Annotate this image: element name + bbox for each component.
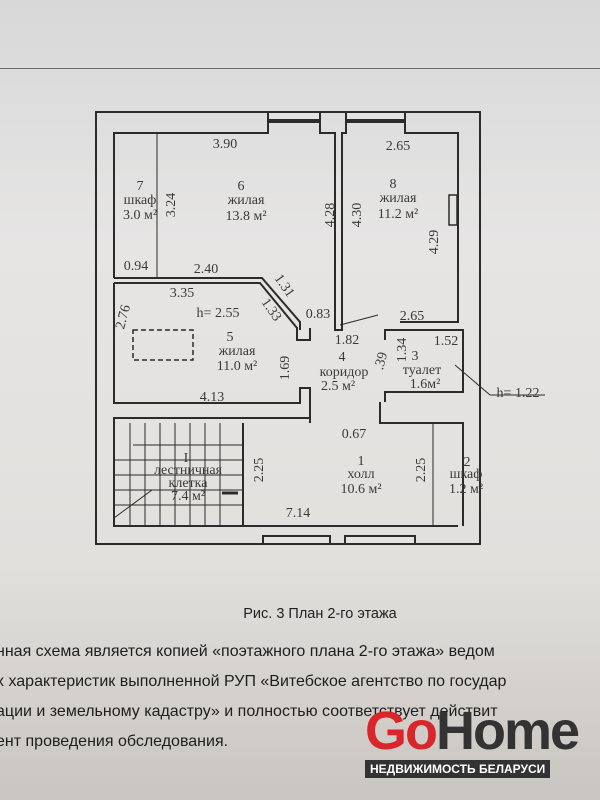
room-1-number: 1 bbox=[358, 454, 365, 469]
dimension: 1.34 bbox=[395, 338, 410, 363]
leader-line bbox=[454, 364, 491, 396]
wall bbox=[114, 282, 311, 341]
ceiling-height: h= 2.55 bbox=[197, 306, 240, 321]
paragraph-line: нная схема является копией «поэтажного п… bbox=[0, 643, 495, 660]
dimension: 4.30 bbox=[350, 203, 365, 228]
room-6-number: 6 bbox=[238, 179, 245, 194]
paragraph-line: ент проведения обследования. bbox=[0, 733, 229, 750]
dimension: 3.35 bbox=[170, 286, 195, 301]
window bbox=[262, 535, 331, 545]
room-5-name: жилая bbox=[218, 344, 256, 359]
floor-plan: 7 шкаф 3.0 м² 6 жилая 13.8 м² 8 жилая 11… bbox=[95, 111, 545, 545]
room-8-number: 8 bbox=[390, 177, 397, 192]
dimension: 2.76 bbox=[113, 303, 134, 331]
room-I-number: I bbox=[184, 451, 189, 466]
room-7-number: 7 bbox=[137, 179, 144, 194]
dimension: 3.24 bbox=[164, 193, 179, 218]
room-4-area: 2.5 м² bbox=[321, 379, 355, 394]
logo-home: Home bbox=[436, 701, 580, 761]
room-2-number: 2 bbox=[464, 455, 471, 470]
dimension: 0.67 bbox=[342, 427, 367, 442]
room-1-area: 10.6 м² bbox=[340, 482, 381, 497]
room-3-area: 1.6м² bbox=[410, 377, 441, 392]
dimension: 4.28 bbox=[323, 203, 338, 228]
room-8-area: 11.2 м² bbox=[378, 207, 419, 222]
dimension: 1.69 bbox=[278, 356, 293, 381]
stairs bbox=[113, 423, 243, 526]
wall bbox=[113, 417, 458, 527]
window bbox=[267, 111, 321, 121]
paragraph-line: х характеристик выполненной РУП «Витебск… bbox=[0, 673, 507, 690]
wall bbox=[113, 283, 311, 423]
room-I-area: 7.4 м² bbox=[171, 489, 205, 504]
watermark-subtitle: НЕДВИЖИМОСТЬ БЕЛАРУСИ bbox=[365, 760, 551, 778]
logo-go: Go bbox=[365, 701, 438, 761]
leader-line bbox=[339, 314, 379, 326]
dimension: 2.65 bbox=[400, 309, 425, 324]
dimension: 7.14 bbox=[286, 506, 311, 521]
room-2-name: шкаф bbox=[450, 467, 483, 482]
wall bbox=[114, 277, 301, 330]
room-5-area: 11.0 м² bbox=[217, 359, 258, 374]
toilet-ceiling-height: h= 1.22 bbox=[497, 386, 540, 401]
room-1-name: холл bbox=[347, 467, 374, 482]
room-4-name: коридор bbox=[320, 365, 369, 380]
dimensions: 3.90 2.65 3.24 4.28 4.30 4.29 0.94 2.40 … bbox=[113, 137, 539, 521]
dimension: 1.31 bbox=[271, 272, 297, 301]
walls bbox=[95, 111, 545, 545]
dimension: .39 bbox=[372, 351, 391, 372]
dimension: 0.83 bbox=[306, 307, 331, 322]
window bbox=[345, 111, 406, 121]
room-7-name: шкаф bbox=[124, 193, 157, 208]
room-6-area: 13.8 м² bbox=[225, 209, 266, 224]
dimension: 2.25 bbox=[252, 458, 267, 483]
dimension: 3.90 bbox=[213, 137, 238, 152]
room-3-number: 3 bbox=[412, 349, 419, 364]
dimension: 4.13 bbox=[200, 390, 225, 405]
room-7-area: 3.0 м² bbox=[123, 208, 157, 223]
window bbox=[344, 535, 416, 545]
room-8-name: жилая bbox=[379, 191, 417, 206]
page-edge bbox=[0, 68, 600, 69]
figure-caption: Рис. 3 План 2-го этажа bbox=[243, 606, 397, 622]
room-4-number: 4 bbox=[339, 350, 346, 365]
dimension: 0.94 bbox=[124, 259, 149, 274]
room-I-name: клетка bbox=[169, 476, 209, 491]
wall bbox=[384, 329, 464, 402]
gohome-watermark: GoHome НЕДВИЖИМОСТЬ БЕЛАРУСИ bbox=[365, 701, 580, 778]
room-I-name: лестничная bbox=[154, 463, 223, 478]
room-6-name: жилая bbox=[227, 193, 265, 208]
paragraph-line: ации и земельному кадастру» и полностью … bbox=[0, 703, 498, 720]
room-3-name: туалет bbox=[403, 363, 441, 378]
dimension: 2.40 bbox=[194, 262, 219, 277]
room-5-number: 5 bbox=[227, 330, 234, 345]
dimension: 2.65 bbox=[386, 139, 411, 154]
bed-symbol bbox=[132, 329, 194, 361]
dimension: 1.52 bbox=[434, 334, 459, 349]
wall bbox=[113, 121, 459, 331]
dimension: 2.25 bbox=[414, 458, 429, 483]
dimension: 1.82 bbox=[335, 333, 360, 348]
dimension: 4.29 bbox=[427, 230, 442, 255]
room-labels: 7 шкаф 3.0 м² 6 жилая 13.8 м² 8 жилая 11… bbox=[123, 177, 483, 504]
radiator bbox=[448, 194, 458, 226]
wall bbox=[379, 402, 464, 526]
watermark-logo: GoHome bbox=[365, 701, 580, 761]
room-2-area: 1.2 м² bbox=[449, 482, 483, 497]
